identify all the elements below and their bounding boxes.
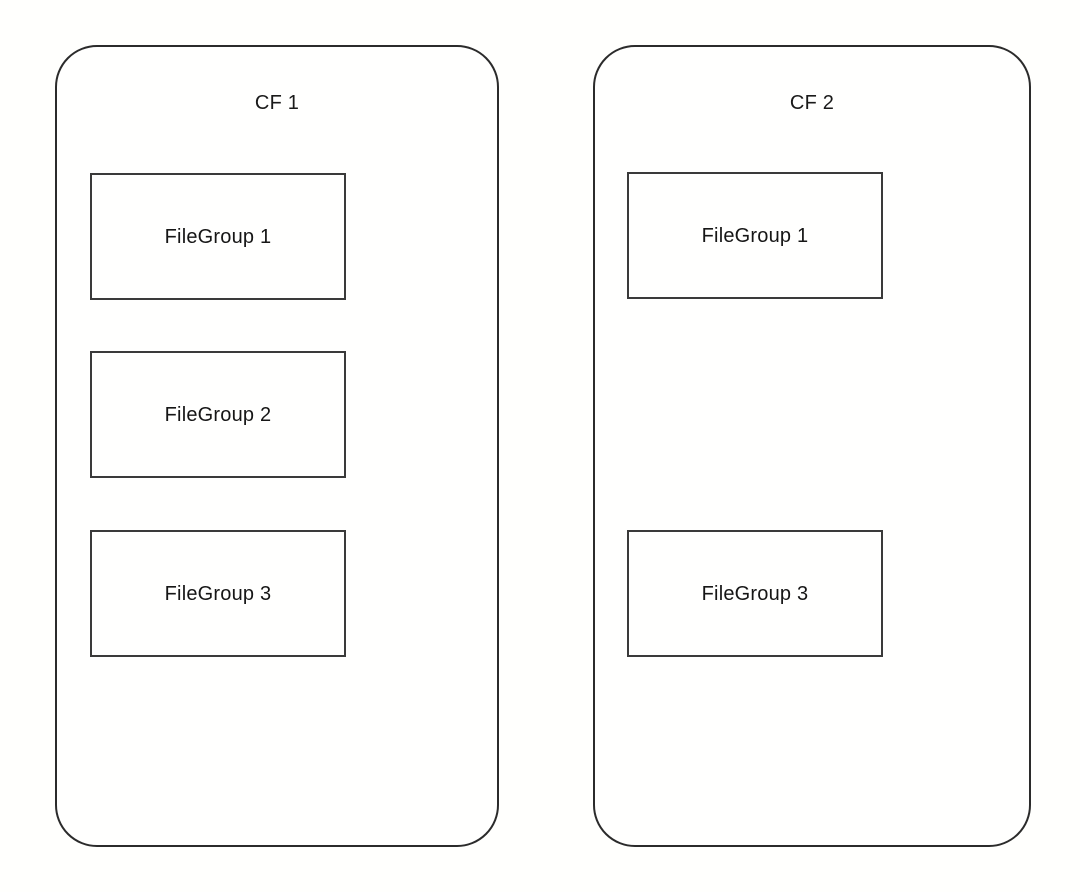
filegroup-slot-cf2-2-empty xyxy=(627,351,883,478)
filegroup-box-cf2-1[interactable]: FileGroup 1 xyxy=(627,172,883,299)
cf-container-1[interactable]: CF 1 FileGroup 1 FileGroup 2 FileGroup 3 xyxy=(55,45,499,847)
filegroup-slot-cf1-2: FileGroup 2 xyxy=(90,351,346,478)
filegroup-label-cf1-1: FileGroup 1 xyxy=(164,225,272,248)
cf-container-1-title: CF 1 xyxy=(254,92,300,114)
filegroup-box-cf1-2[interactable]: FileGroup 2 xyxy=(90,351,346,478)
cf-container-2[interactable]: CF 2 FileGroup 1 FileGroup 3 xyxy=(593,45,1031,847)
filegroup-slot-cf2-3: FileGroup 3 xyxy=(627,530,883,657)
filegroup-slot-cf1-3: FileGroup 3 xyxy=(90,530,346,657)
filegroup-label-cf1-2: FileGroup 2 xyxy=(164,403,272,426)
filegroup-label-cf2-3: FileGroup 3 xyxy=(701,582,809,605)
filegroup-label-cf1-3: FileGroup 3 xyxy=(164,582,272,605)
filegroup-slot-cf1-1: FileGroup 1 xyxy=(90,173,346,300)
filegroup-box-cf2-2-empty xyxy=(627,351,883,478)
filegroup-box-cf1-1[interactable]: FileGroup 1 xyxy=(90,173,346,300)
cf-container-2-title: CF 2 xyxy=(789,92,835,114)
filegroup-label-cf2-1: FileGroup 1 xyxy=(701,224,809,247)
filegroup-slot-cf2-1: FileGroup 1 xyxy=(627,172,883,299)
filegroup-box-cf1-3[interactable]: FileGroup 3 xyxy=(90,530,346,657)
filegroup-box-cf2-3[interactable]: FileGroup 3 xyxy=(627,530,883,657)
